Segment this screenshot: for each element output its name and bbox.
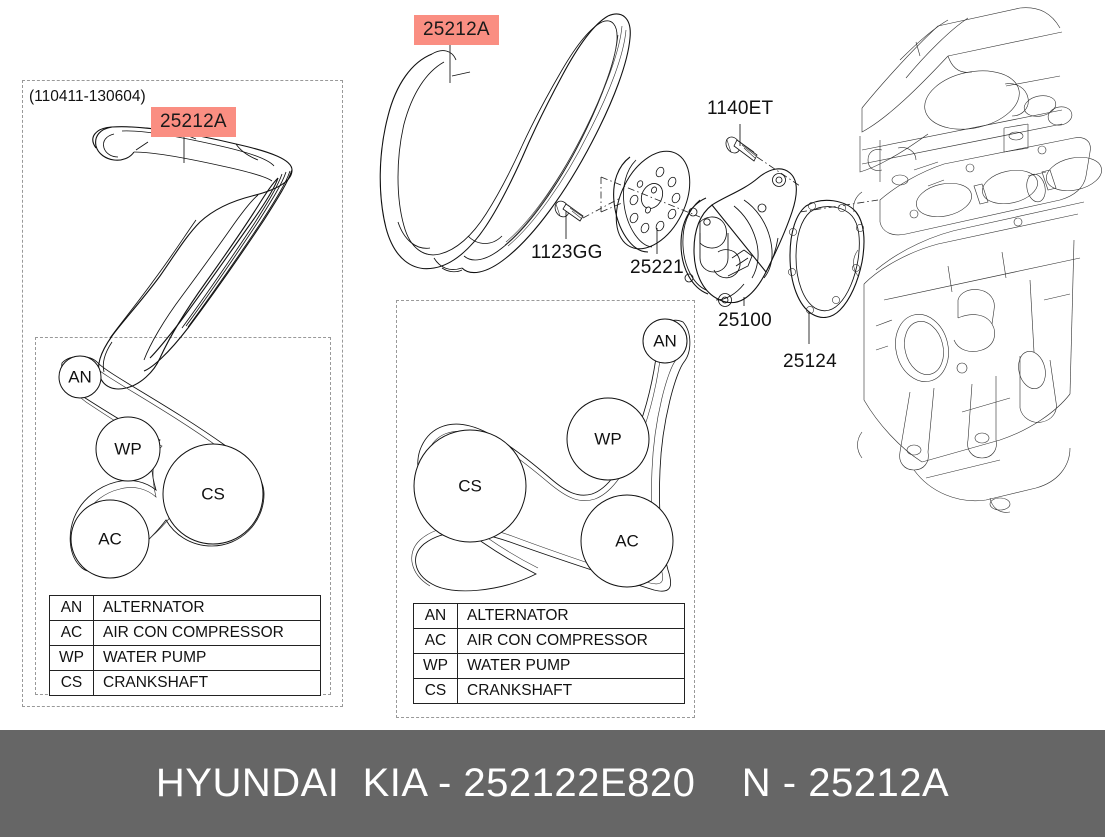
- legend-code: WP: [49, 645, 94, 671]
- legend-code: CS: [49, 670, 94, 696]
- left-variant-panel: [22, 80, 343, 707]
- callout-25124: 25124: [783, 351, 837, 372]
- center-routing-panel: [396, 300, 695, 718]
- legend-description: WATER PUMP: [93, 645, 321, 671]
- footer-part-number-text: HYUNDAI KIA - 252122E820 N - 25212A: [155, 761, 950, 805]
- callout-25221: 25221: [630, 257, 684, 278]
- callout-left-25212A: 25212A: [151, 107, 236, 137]
- callout-1140ET: 1140ET: [707, 98, 774, 119]
- legend-description: ALTERNATOR: [93, 595, 321, 621]
- legend-code: CS: [413, 678, 458, 704]
- main-belt-illustration: [379, 13, 631, 274]
- legend-code: AC: [413, 628, 458, 654]
- legend-description: WATER PUMP: [457, 653, 685, 679]
- engine-block-illustration: [853, 7, 1102, 513]
- legend-code: AN: [49, 595, 94, 621]
- legend-description: AIR CON COMPRESSOR: [457, 628, 685, 654]
- callout-belt-25212A: 25212A: [414, 15, 499, 45]
- legend-code: AC: [49, 620, 94, 646]
- callout-25100: 25100: [718, 310, 772, 331]
- legend-code: WP: [413, 653, 458, 679]
- legend-description: CRANKSHAFT: [93, 670, 321, 696]
- callout-1123GG: 1123GG: [531, 242, 603, 263]
- legend-code: AN: [413, 603, 458, 629]
- bolt-1123GG-drawing: [554, 195, 625, 222]
- pulley-25221-drawing: [600, 150, 701, 253]
- legend-description: AIR CON COMPRESSOR: [93, 620, 321, 646]
- left-panel-date-range: (110411-130604): [29, 88, 146, 105]
- legend-description: CRANKSHAFT: [457, 678, 685, 704]
- footer-bar: HYUNDAI KIA - 252122E820 N - 25212A: [0, 730, 1105, 837]
- water-pump-25100-drawing: [680, 168, 797, 307]
- legend-description: ALTERNATOR: [457, 603, 685, 629]
- gasket-25124-drawing: [788, 199, 879, 319]
- bolt-1140ET-drawing: [725, 136, 801, 187]
